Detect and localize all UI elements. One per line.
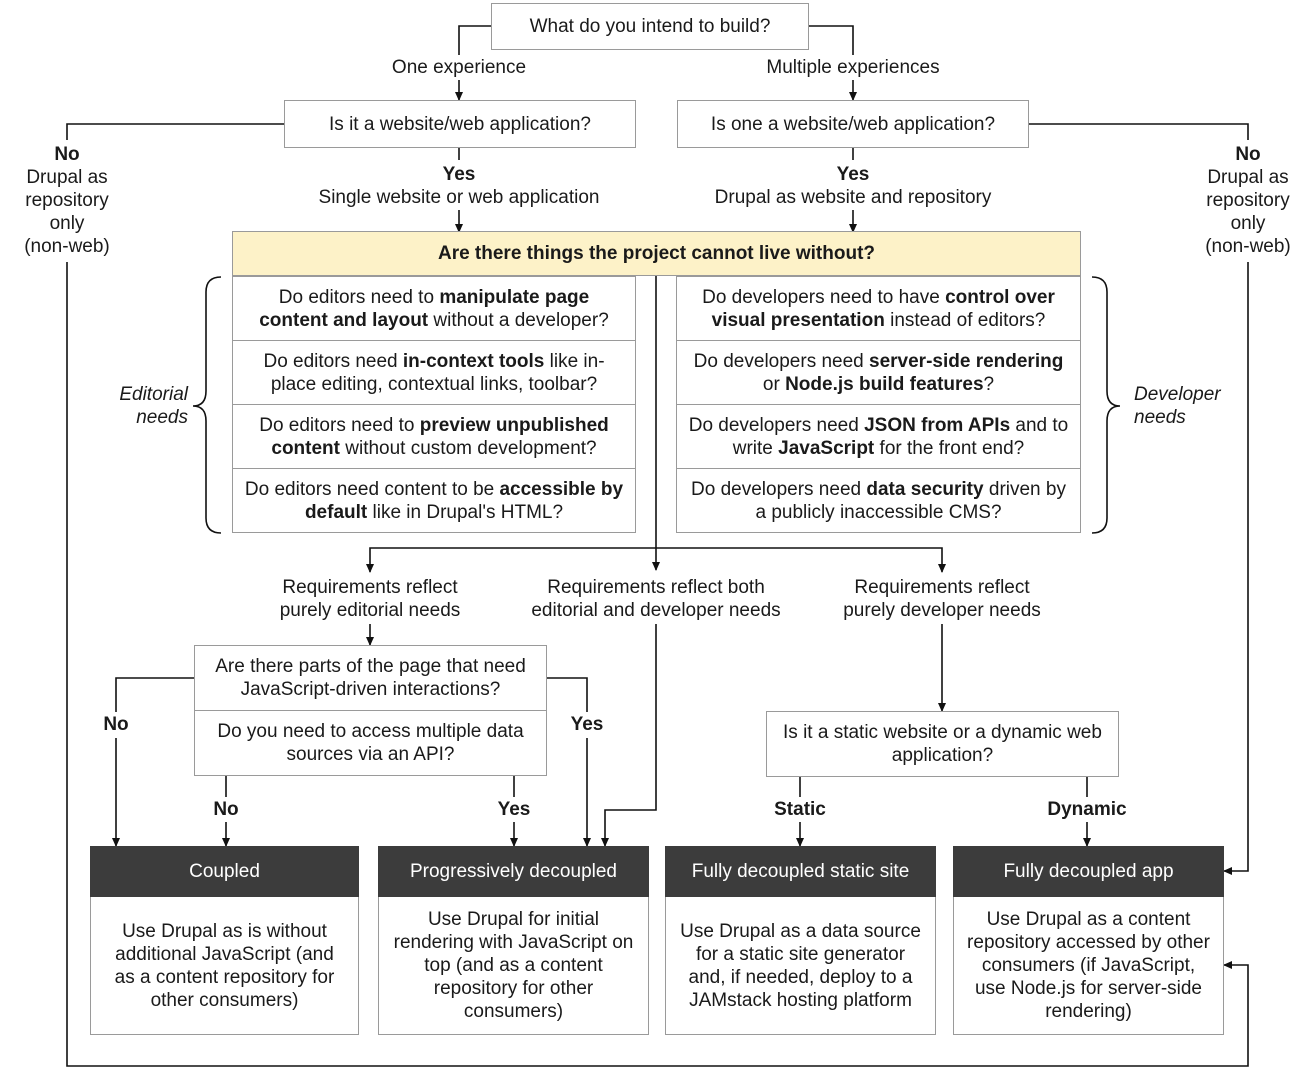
editorial-question-1: Do editors need to manipulate page conte… (232, 276, 636, 341)
developer-label-line: needs (1134, 407, 1186, 428)
branch-one-experience: One experience (391, 57, 527, 78)
outcome-title: Progressively decoupled (378, 846, 649, 897)
developer-question-2: Do developers need server-side rendering… (676, 340, 1081, 405)
answer-static: Static (774, 799, 826, 820)
answer-js-no: No (86, 713, 146, 736)
repo-only-line: repository (1206, 190, 1290, 211)
no-branch-right: No Drupal as repository only (non-web) (1188, 143, 1308, 258)
question-what-to-build: What do you intend to build? (491, 3, 809, 50)
editorial-label-line: Editorial (119, 384, 188, 405)
editorial-question-4: Do editors need content to be accessible… (232, 468, 636, 533)
editorial-question-text: Do editors need content to be accessible… (244, 478, 624, 523)
label-single-website: Single website or web application (318, 187, 600, 208)
outcome-description: Use Drupal for initial rendering with Ja… (378, 897, 649, 1035)
req-editorial: Requirements reflect purely editorial ne… (250, 576, 490, 622)
req-both-line: editorial and developer needs (531, 600, 781, 621)
developer-question-text: Do developers need server-side rendering… (693, 350, 1064, 395)
branch-multiple-experiences: Multiple experiences (766, 57, 940, 78)
repo-only-line: (non-web) (24, 236, 110, 257)
label-website-and-repository: Drupal as website and repository (714, 187, 992, 208)
req-editorial-line: purely editorial needs (279, 600, 461, 621)
developer-label-line: Developer (1134, 384, 1221, 405)
answer-api-yes: Yes (497, 799, 531, 820)
outcome-title: Fully decoupled app (953, 846, 1224, 897)
req-developer-line: Requirements reflect (854, 577, 1030, 598)
editorial-question-3: Do editors need to preview unpublished c… (232, 404, 636, 469)
answer-no-right: No (1235, 144, 1261, 165)
outcome-description: Use Drupal as is without additional Java… (90, 897, 359, 1035)
repo-only-line: (non-web) (1205, 236, 1291, 257)
repo-only-line: Drupal as (26, 167, 108, 188)
repo-only-line: repository (25, 190, 109, 211)
editorial-label-line: needs (136, 407, 188, 428)
req-developer-line: purely developer needs (843, 600, 1041, 621)
no-branch-left: No Drupal as repository only (non-web) (7, 143, 127, 258)
developer-question-4: Do developers need data security driven … (676, 468, 1081, 533)
developer-question-text: Do developers need to have control over … (702, 286, 1055, 331)
req-both-line: Requirements reflect both (547, 577, 765, 598)
question-static-or-dynamic: Is it a static website or a dynamic web … (766, 711, 1119, 777)
question-is-one-website: Is one a website/web application? (677, 100, 1029, 148)
outcome-description: Use Drupal as a data source for a static… (665, 897, 936, 1035)
repo-only-line: only (49, 213, 85, 234)
developer-question-1: Do developers need to have control over … (676, 276, 1081, 341)
answer-api-no: No (213, 799, 239, 820)
answer-yes-right: Yes (836, 164, 870, 185)
editorial-question-text: Do editors need to preview unpublished c… (259, 414, 609, 459)
req-both: Requirements reflect both editorial and … (516, 576, 796, 622)
answer-yes-left: Yes (442, 164, 476, 185)
answer-no-left: No (54, 144, 80, 165)
developer-question-text: Do developers need JSON from APIs and to… (688, 414, 1069, 459)
outcome-title: Fully decoupled static site (665, 846, 936, 897)
editorial-question-text: Do editors need to manipulate page conte… (259, 286, 609, 331)
developer-needs-label: Developer needs (1134, 383, 1244, 429)
outcome-title: Coupled (90, 846, 359, 897)
developer-question-3: Do developers need JSON from APIs and to… (676, 404, 1081, 469)
editorial-needs-label: Editorial needs (98, 383, 188, 429)
repo-only-line: only (1230, 213, 1266, 234)
req-developer: Requirements reflect purely developer ne… (822, 576, 1062, 622)
question-js-interactions: Are there parts of the page that need Ja… (194, 645, 547, 711)
editorial-question-text: Do editors need in-context tools like in… (263, 350, 605, 395)
question-is-website: Is it a website/web application? (284, 100, 636, 148)
editorial-question-2: Do editors need in-context tools like in… (232, 340, 636, 405)
answer-dynamic: Dynamic (1047, 799, 1127, 820)
question-multiple-data-sources: Do you need to access multiple data sour… (194, 710, 547, 776)
must-have-banner: Are there things the project cannot live… (232, 231, 1081, 276)
outcome-description: Use Drupal as a content repository acces… (953, 897, 1224, 1035)
answer-js-yes: Yes (557, 713, 617, 736)
developer-question-text: Do developers need data security driven … (691, 478, 1066, 523)
repo-only-line: Drupal as (1207, 167, 1289, 188)
req-editorial-line: Requirements reflect (282, 577, 458, 598)
